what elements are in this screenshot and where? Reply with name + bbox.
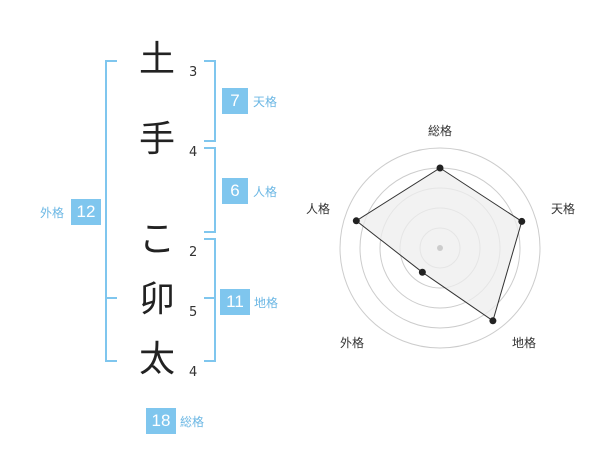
name-char-5: 太 xyxy=(138,339,175,380)
gaikaku-bracket xyxy=(105,60,117,362)
radar-polygon xyxy=(355,167,523,322)
radar-center-dot xyxy=(437,245,443,251)
radar-point-1 xyxy=(436,164,444,172)
chikaku-value: 11 xyxy=(220,289,250,315)
soukaku-label: 総格 xyxy=(180,415,205,429)
chikaku-label: 地格 xyxy=(254,296,279,310)
chikaku-bracket xyxy=(204,238,216,362)
name-char-2: 手 xyxy=(138,119,175,160)
radar-point-2 xyxy=(518,217,526,225)
chikaku-bracket-mid-tick xyxy=(204,297,216,299)
jinkaku-bracket xyxy=(204,147,216,233)
gaikaku-bracket-mid-tick xyxy=(105,297,117,299)
radar-label-soukaku: 総格 xyxy=(428,123,452,138)
stroke-count-1: 3 xyxy=(189,65,198,80)
radar-label-tenkaku: 天格 xyxy=(551,201,575,216)
radar-point-5 xyxy=(352,217,360,225)
radar-ring xyxy=(339,147,541,349)
name-char-4: 卯 xyxy=(138,279,175,320)
radar-label-chikaku: 地格 xyxy=(512,335,536,350)
stroke-count-3: 2 xyxy=(189,245,198,260)
tenkaku-label: 天格 xyxy=(253,95,278,109)
soukaku-value: 18 xyxy=(146,408,176,434)
name-char-3: こ xyxy=(138,219,175,260)
tenkaku-bracket xyxy=(204,60,216,142)
stroke-count-2: 4 xyxy=(189,145,198,160)
stroke-count-5: 4 xyxy=(189,365,198,380)
gaikaku-value: 12 xyxy=(71,199,101,225)
name-char-1: 土 xyxy=(138,39,175,80)
radar-label-jinkaku: 人格 xyxy=(306,201,330,216)
stroke-count-4: 5 xyxy=(189,305,198,320)
radar-point-3 xyxy=(489,317,497,325)
jinkaku-value: 6 xyxy=(222,178,248,204)
gaikaku-label: 外格 xyxy=(40,206,65,220)
tenkaku-value: 7 xyxy=(222,88,248,114)
jinkaku-label: 人格 xyxy=(253,185,278,199)
radar-label-gaikaku: 外格 xyxy=(340,335,364,350)
radar-point-4 xyxy=(418,268,426,276)
